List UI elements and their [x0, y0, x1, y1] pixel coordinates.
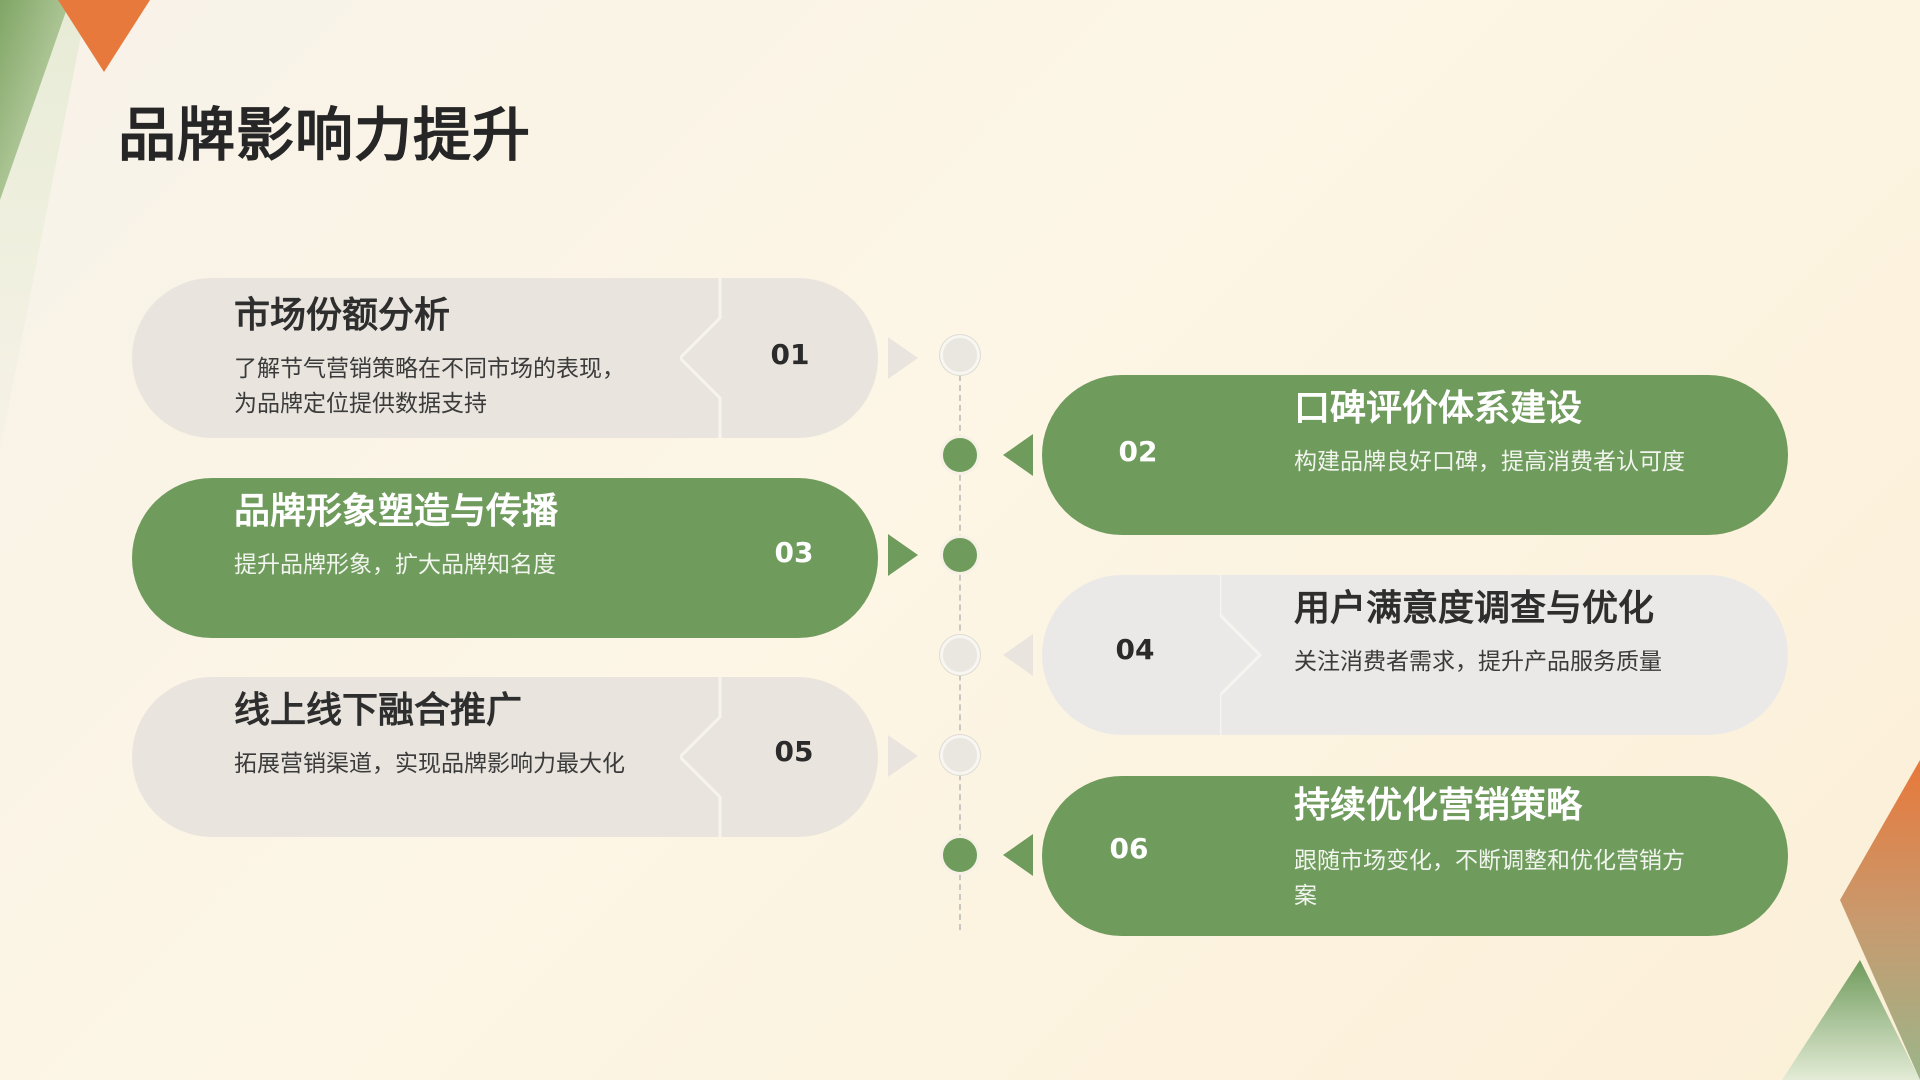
card-description: 构建品牌良好口碑，提高消费者认可度 [1294, 449, 1685, 475]
card-description: 跟随市场变化，不断调整和优化营销方 案 [1294, 848, 1685, 909]
card-04: 04 用户满意度调查与优化 关注消费者需求，提升产品服务质量 [1042, 575, 1788, 735]
card-number: 01 [770, 338, 810, 371]
arrow-left-icon [1003, 834, 1033, 876]
corner-shape-bottom-right-green [1782, 960, 1920, 1080]
card-title: 用户满意度调查与优化 [1294, 588, 1655, 629]
corner-shape-bottom-right-orange [1840, 760, 1920, 1080]
card-description: 关注消费者需求，提升产品服务质量 [1294, 649, 1662, 675]
card-03: 品牌形象塑造与传播 提升品牌形象，扩大品牌知名度 03 [132, 478, 878, 638]
timeline-dot [940, 635, 980, 675]
chevron-divider [1220, 575, 1263, 735]
card-description: 提升品牌形象，扩大品牌知名度 [234, 552, 556, 578]
chevron-divider [680, 677, 722, 837]
card-number: 03 [774, 536, 814, 569]
timeline-dot [940, 335, 980, 375]
card-title: 口碑评价体系建设 [1294, 388, 1583, 429]
arrow-left-icon [1003, 634, 1033, 676]
card-number: 06 [1109, 832, 1149, 865]
card-number: 05 [774, 735, 814, 768]
card-06: 06 持续优化营销策略 跟随市场变化，不断调整和优化营销方 案 [1042, 776, 1788, 936]
timeline-dot [940, 735, 980, 775]
arrow-left-icon [1003, 434, 1033, 476]
page-title: 品牌影响力提升 [118, 101, 532, 169]
arrow-right-icon [888, 735, 918, 777]
corner-shape-top-left-orange [58, 0, 150, 72]
card-01: 市场份额分析 了解节气营销策略在不同市场的表现， 为品牌定位提供数据支持 01 [132, 278, 878, 438]
timeline-dot [940, 435, 980, 475]
card-number: 02 [1118, 435, 1158, 468]
card-description: 拓展营销渠道，实现品牌影响力最大化 [234, 751, 625, 777]
arrow-right-icon [888, 337, 918, 379]
corner-shape-top-left-pale [0, 0, 88, 450]
card-title: 品牌形象塑造与传播 [234, 491, 559, 532]
timeline-dot [940, 835, 980, 875]
card-title: 线上线下融合推广 [234, 690, 523, 731]
card-02: 02 口碑评价体系建设 构建品牌良好口碑，提高消费者认可度 [1042, 375, 1788, 535]
timeline-dot [940, 535, 980, 575]
arrow-right-icon [888, 534, 918, 576]
card-05: 线上线下融合推广 拓展营销渠道，实现品牌影响力最大化 05 [132, 677, 878, 837]
chevron-divider [680, 278, 722, 438]
card-description: 了解节气营销策略在不同市场的表现， 为品牌定位提供数据支持 [234, 356, 625, 417]
corner-shape-top-left-green [0, 0, 70, 200]
card-title: 市场份额分析 [234, 295, 451, 336]
card-title: 持续优化营销策略 [1294, 785, 1583, 826]
card-number: 04 [1115, 633, 1155, 666]
